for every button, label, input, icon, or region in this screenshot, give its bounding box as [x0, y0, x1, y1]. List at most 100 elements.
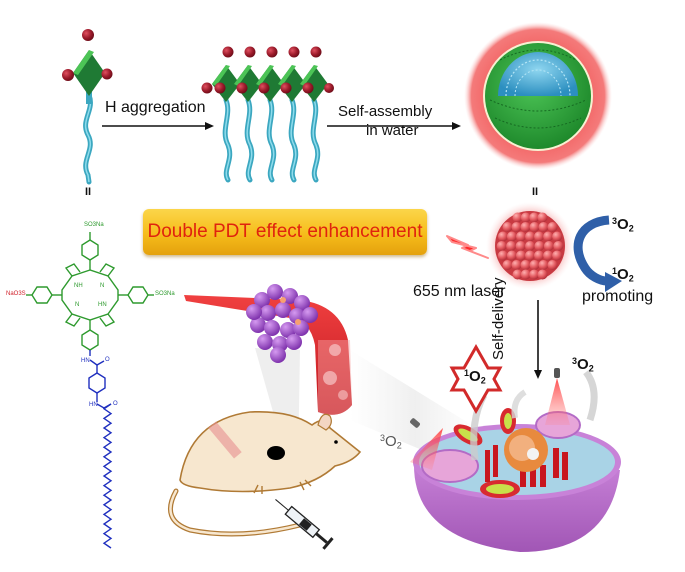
nanoparticle-bead	[538, 260, 549, 270]
amide1-nh-label: HN	[81, 358, 90, 364]
h-aggregation-label: H aggregation	[105, 99, 206, 116]
nanoparticle-bead	[516, 250, 526, 261]
tumor-cell	[246, 304, 262, 320]
tumor-cluster	[246, 284, 318, 363]
amide2-nh-label: HN	[89, 402, 98, 408]
sulfonate-bead	[310, 46, 322, 58]
mouse-illustration	[167, 410, 362, 537]
nanoparticle-bead	[520, 222, 531, 232]
nanoparticle-bead	[534, 241, 545, 251]
tumor-cell	[257, 334, 273, 350]
blood-vessel	[184, 295, 352, 415]
syringe-icon	[275, 499, 334, 550]
nanoparticle-bead	[520, 212, 531, 223]
laser-beam	[410, 428, 443, 470]
nanoparticle-bead	[543, 241, 554, 251]
equivalence-sign-left: II	[85, 186, 92, 198]
nanoparticle-bead	[537, 269, 548, 280]
oxygen-conversion-arrow	[573, 215, 622, 292]
self-delivery-label: Self-delivery	[490, 277, 507, 360]
nanoparticle-bead	[529, 269, 540, 280]
nanoparticle-sphere	[486, 202, 574, 290]
nanoparticle-bead	[547, 222, 558, 232]
tumor-cell	[270, 347, 286, 363]
nanoparticle-bead	[515, 241, 526, 251]
self-assembly-label: Self-assembly	[338, 103, 433, 120]
aggregate-monomer	[278, 46, 306, 183]
tumor-cell	[286, 334, 302, 350]
nanoparticle-bead	[543, 250, 554, 261]
nanoparticle-bead	[511, 222, 522, 232]
sulfonate-bead	[214, 82, 226, 94]
in-water-label: in water	[366, 122, 419, 139]
cell-illustration	[410, 368, 621, 552]
triplet-oxygen-label-cell-left: 3O2	[380, 433, 402, 451]
amide2-o-label: O	[113, 401, 118, 407]
aggregate-monomer	[234, 46, 262, 183]
double-pdt-banner: Double PDT effect enhancement	[143, 209, 427, 255]
tumor-cell	[294, 295, 310, 311]
triplet-oxygen-label-top: 3O2	[612, 216, 634, 234]
nanoparticle-bead	[553, 241, 564, 251]
tumor-cell	[250, 317, 266, 333]
h-aggregate-illustration	[201, 46, 334, 183]
triplet-oxygen-label-cell-right: 3O2	[572, 356, 594, 374]
tumor-cell	[275, 302, 291, 318]
nanoparticle-bead	[534, 250, 544, 261]
nanoparticle-bead	[529, 260, 540, 270]
sulfonate-bead	[244, 46, 256, 58]
nanoparticle-bead	[516, 231, 526, 242]
nanoparticle-bead	[512, 212, 523, 223]
nanoparticle-bead	[525, 231, 535, 242]
aggregate-monomer	[256, 46, 284, 183]
nanoparticle-bead	[511, 260, 522, 270]
tumor-cell	[254, 292, 270, 308]
nanoparticle-bead	[506, 250, 517, 261]
tumor-cell	[260, 305, 276, 321]
pyrrole-nh-upper: NH	[74, 283, 83, 289]
aggregate-monomer	[300, 46, 328, 183]
pyrrole-hn-lower: HN	[98, 302, 107, 308]
equivalence-sign-right: II	[532, 186, 539, 198]
nanoparticle-bead	[506, 241, 517, 251]
sulfonate-bead	[288, 46, 300, 58]
singlet-oxygen-label-star: 1O2	[464, 368, 486, 386]
nanoparticle-bead	[512, 269, 523, 280]
sulfonate-bead	[302, 82, 314, 94]
nanoparticle-bead	[534, 231, 544, 242]
sulfonate-top-label: SO3Na	[84, 222, 104, 228]
singlet-oxygen-star-icon	[449, 343, 503, 415]
singlet-oxygen-label-right: 1O2	[612, 266, 634, 284]
nanoparticle-bead	[496, 241, 507, 251]
nanoparticle-bead	[502, 222, 513, 232]
nanoparticle-bead	[520, 269, 531, 280]
nanoparticle-cross-section	[464, 22, 612, 170]
monomer-illustration	[62, 29, 113, 185]
laser-beam	[545, 378, 570, 425]
nanoparticle-bead	[538, 222, 549, 232]
nanoparticle-bead	[506, 231, 517, 242]
monomer-sulfonate-bead	[82, 29, 94, 41]
sulfonate-bead	[280, 82, 292, 94]
sulfonate-bead	[258, 82, 270, 94]
nanoparticle-bead	[502, 260, 513, 270]
nanoparticle-bead	[547, 260, 558, 270]
sulfonate-bead	[236, 82, 248, 94]
sulfonate-bead	[266, 46, 278, 58]
nanoparticle-bead	[525, 241, 535, 251]
pyrrole-n-lower: N	[75, 302, 80, 308]
laser-wavelength-label: 655 nm laser	[413, 283, 506, 300]
promoting-label: promoting	[582, 288, 654, 305]
sulfonate-right-label: SO3Na	[155, 291, 175, 297]
nanoparticle-bead	[497, 250, 508, 261]
sulfonate-bead	[324, 83, 334, 93]
tumor-cell	[302, 307, 318, 323]
tumor-site-dot	[267, 446, 285, 460]
amide1-o-label: O	[105, 357, 110, 363]
nanoparticle-bead	[552, 231, 563, 242]
tumor-cell	[280, 322, 296, 338]
nanoparticle-bead	[529, 212, 540, 223]
sulfonate-left-label: NaO3S	[6, 291, 26, 297]
tumor-cell	[264, 320, 280, 336]
